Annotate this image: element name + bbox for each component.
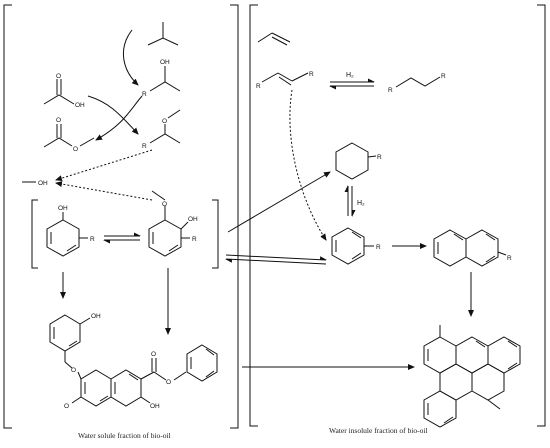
dotted-arrow-guaiacol-to-methanol bbox=[55, 181, 153, 201]
dotted-arrow-ether-to-methanol bbox=[55, 149, 153, 182]
alcohol-molecule bbox=[149, 66, 181, 92]
acetic-acid-molecule bbox=[43, 79, 75, 105]
alkane-molecule bbox=[395, 76, 441, 88]
acetic-acid-o-label: O bbox=[56, 73, 61, 80]
curved-arrow-acid-to-ether bbox=[87, 95, 139, 135]
acetone-molecule bbox=[147, 22, 179, 46]
naphthoate-oh-label: OH bbox=[150, 403, 160, 410]
water-soluble-caption: Water solule fraction of bio-oil bbox=[78, 431, 171, 440]
guaiacol-r-label: R bbox=[192, 236, 197, 243]
naphthoate-o-label: O bbox=[64, 403, 69, 410]
dotted-curved-arrow-alkene-to-benzene bbox=[289, 89, 327, 241]
hydroxyphenyl-oh-label: OH bbox=[91, 313, 101, 320]
guaiacol-molecule bbox=[148, 190, 190, 257]
ester-o-label: O bbox=[166, 379, 171, 386]
methyl-acetate-o-carbonyl-label: O bbox=[56, 117, 61, 124]
benzene-molecule bbox=[331, 227, 374, 265]
benzene-r-label: R bbox=[376, 244, 381, 251]
phenyl-ester-ring bbox=[186, 344, 218, 382]
alkane-r-left-label: R bbox=[388, 87, 393, 94]
curved-arrow-alcohol-to-ester bbox=[95, 95, 143, 141]
phenol-oh-label: OH bbox=[58, 205, 68, 212]
alcohol-r-label: R bbox=[142, 91, 147, 98]
cyclohexane-r-label: R bbox=[377, 154, 382, 161]
arrow-guaiacol-to-benzene bbox=[225, 254, 327, 261]
ether-r-label: R bbox=[142, 143, 147, 150]
ether-o-label: O bbox=[162, 118, 167, 125]
alcohol-oh-label: OH bbox=[160, 59, 170, 66]
ester-carbonyl-o-label: O bbox=[151, 351, 156, 358]
arrow-benzene-to-guaiacol bbox=[225, 258, 327, 265]
naphthoate-ether-o-label: O bbox=[71, 367, 76, 374]
curved-arrow-acetone-to-alcohol bbox=[122, 29, 139, 86]
curved-arrow-alkane-to-benzene bbox=[297, 92, 328, 240]
alkene-r-left-label: R bbox=[256, 83, 261, 90]
ring-hydrogenation-h2-label: H₂ bbox=[357, 200, 365, 207]
arrow-guaiacol-to-cyclohexane bbox=[227, 171, 331, 233]
phenol-molecule bbox=[46, 212, 88, 257]
methanol-oh-label: OH bbox=[38, 180, 48, 187]
guaiacol-o-label: O bbox=[162, 201, 167, 208]
ether-molecule bbox=[149, 109, 181, 144]
cyclohexane-molecule bbox=[335, 142, 377, 180]
left-fraction-bracket bbox=[3, 4, 239, 429]
curved-arrow-propene-down bbox=[254, 92, 318, 124]
phenolics-bracket bbox=[31, 199, 219, 269]
hydroxyphenyl-ring bbox=[49, 314, 91, 362]
naphthoate-molecule bbox=[64, 358, 187, 407]
curved-arrow-guaiacol-to-cyclohexane-arc bbox=[309, 100, 328, 242]
pah-molecule bbox=[423, 325, 521, 428]
naphthalene-r-label: R bbox=[507, 255, 512, 262]
arrow-alkene-to-cyclohexane-curve bbox=[228, 126, 330, 160]
water-insoluble-caption: Water insolule fraction of bio-oil bbox=[329, 426, 428, 435]
acetic-acid-oh-label: OH bbox=[75, 102, 85, 109]
methyl-acetate-o-ester-label: O bbox=[73, 146, 78, 153]
right-fraction-bracket bbox=[249, 4, 546, 427]
naphthalene-molecule bbox=[433, 229, 507, 267]
curved-arrow-alkene-to-cyclohexane bbox=[254, 122, 330, 160]
alkene-molecule bbox=[261, 72, 309, 86]
methyl-acetate-molecule bbox=[43, 124, 95, 148]
guaiacol-oh-label: OH bbox=[188, 216, 198, 223]
hydrogenation-h2-label: H₂ bbox=[346, 72, 354, 79]
phenol-r-label: R bbox=[90, 236, 95, 243]
alkene-r-right-label: R bbox=[309, 71, 314, 78]
alkane-r-right-label: R bbox=[441, 73, 446, 80]
propene-molecule bbox=[257, 32, 291, 46]
